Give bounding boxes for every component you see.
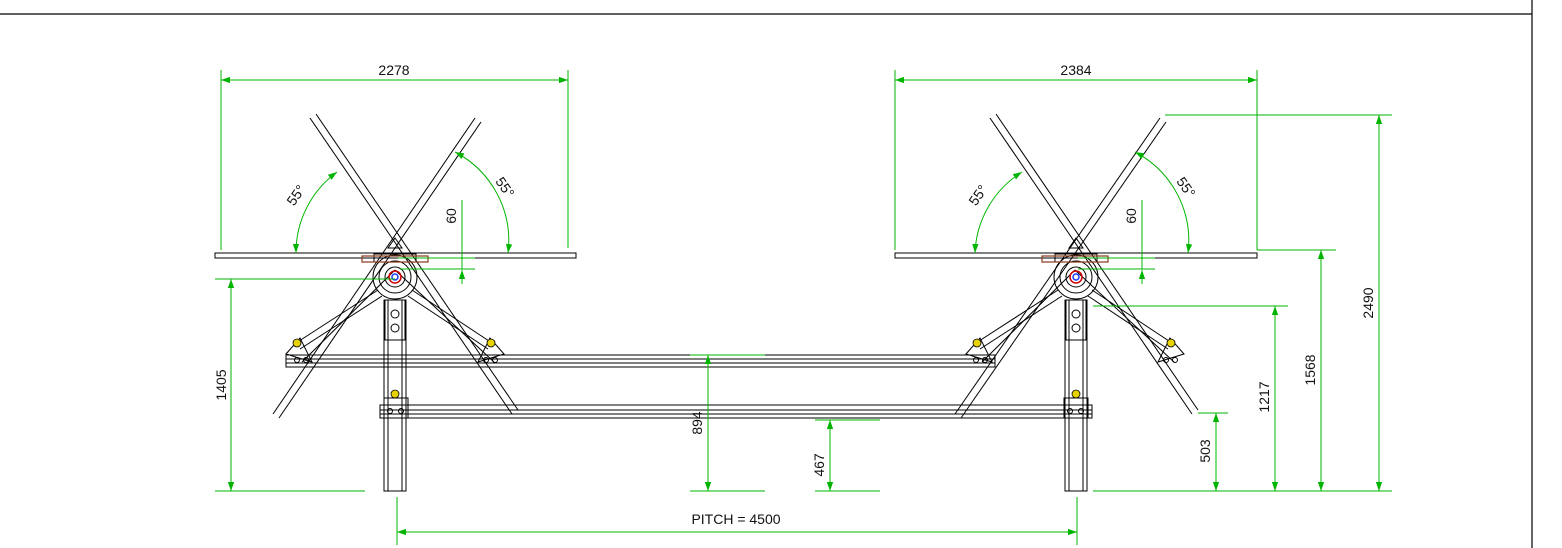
arc-right-b [1134,151,1193,254]
dimension-lines [215,70,1392,545]
label-left-width: 2278 [378,62,409,78]
right-bracket-lower [1063,397,1089,419]
label-right-angle-b: 55° [1173,174,1198,201]
right-panel-horizontal [894,252,1258,259]
label-left-angle-a: 55° [283,182,308,209]
pivot-yellow [390,389,400,399]
label-center-lower: 467 [811,453,827,477]
dimension-labels: 2278 2384 55° 55° 55° 55° 60 60 1405 894… [213,62,1376,527]
label-right-offset: 60 [1123,208,1139,224]
label-right-1217: 1217 [1256,381,1272,412]
left-panel-tilted-ccw [309,113,519,415]
label-right-2490: 2490 [1360,287,1376,318]
pivot-yellow [1166,338,1176,348]
label-right-1568: 1568 [1302,354,1318,385]
right-clamp-bracket [1041,255,1109,263]
pivot-yellow [1071,389,1081,399]
right-panel-tilted-cw [954,117,1167,419]
lower-beam [379,404,1093,419]
left-panel-horizontal [214,252,577,259]
upper-beam [285,354,996,368]
left-clamp-bracket [361,255,429,263]
left-struts [285,269,505,363]
label-left-angle-b: 55° [492,174,517,201]
label-center-upper: 894 [689,411,705,435]
label-right-angle-a: 55° [965,182,990,209]
arc-right-a [972,171,1023,254]
label-pitch: PITCH = 4500 [691,511,780,527]
right-hub-center-blue [1072,273,1080,281]
label-right-width: 2384 [1060,62,1091,78]
pivot-yellow [292,338,302,348]
strut-end-brackets [294,357,1178,363]
structure [214,113,1258,492]
arc-left-a [292,171,338,254]
right-struts [965,269,1185,363]
left-hub-center-blue [391,273,399,281]
left-hub-center-red [388,270,402,284]
left-hub [372,237,418,341]
accent-details [292,255,1176,399]
pivot-yellow [972,338,982,348]
left-panel-tilted-cw [272,117,482,419]
label-left-offset: 60 [443,208,459,224]
label-right-503: 503 [1197,439,1213,463]
pivot-yellow [486,338,496,348]
arc-left-b [454,151,513,254]
right-hub-center-red [1069,270,1083,284]
label-left-height: 1405 [213,369,229,400]
